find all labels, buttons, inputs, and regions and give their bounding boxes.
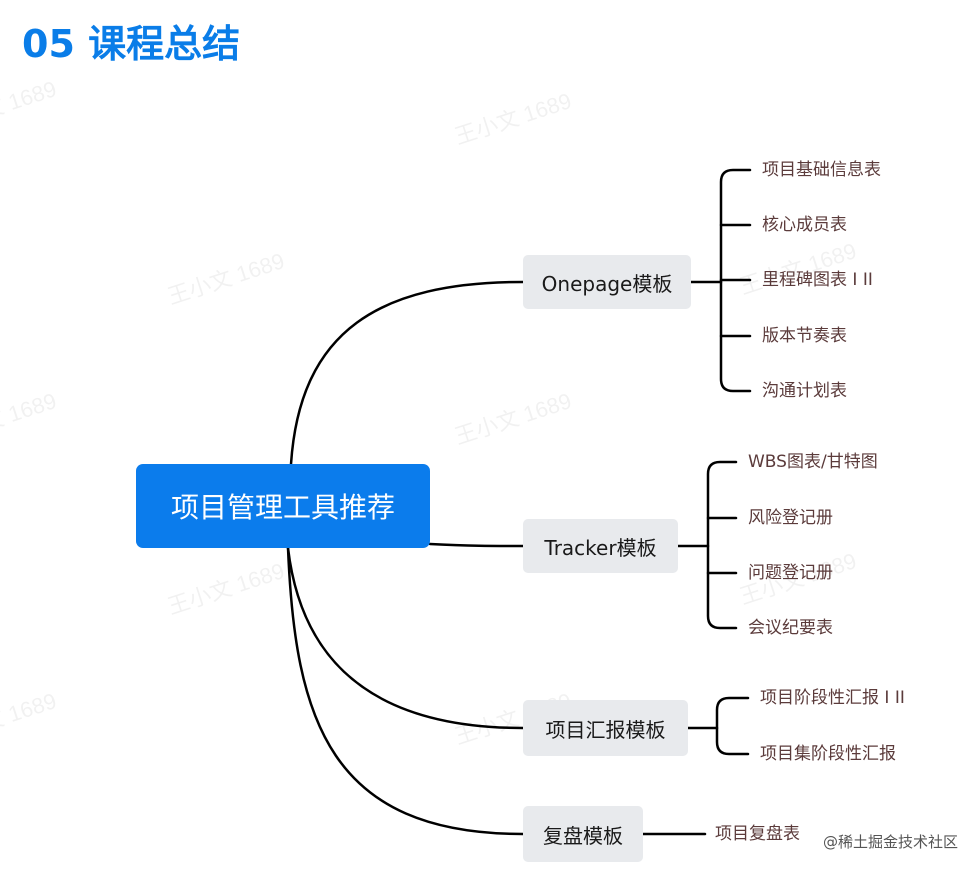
leaf-node[interactable]: 核心成员表 <box>762 215 847 235</box>
root-node[interactable]: 项目管理工具推荐 <box>136 464 430 548</box>
branch-node-report[interactable]: 项目汇报模板 <box>523 700 688 756</box>
leaf-node[interactable]: 会议纪要表 <box>748 618 833 638</box>
connector-root-tracker <box>428 542 525 548</box>
branch-node-review[interactable]: 复盘模板 <box>523 806 643 862</box>
branch-node-onepage[interactable]: Onepage模板 <box>523 255 691 309</box>
branch-node-tracker[interactable]: Tracker模板 <box>523 519 678 573</box>
leaf-node[interactable]: 问题登记册 <box>748 563 833 583</box>
connector-root-onepage <box>289 280 525 466</box>
leaf-node[interactable]: 里程碑图表 I II <box>762 270 873 290</box>
leaf-node[interactable]: 项目基础信息表 <box>762 160 881 180</box>
footer-watermark: @稀土掘金技术社区 <box>822 831 958 852</box>
leaf-node[interactable]: WBS图表/甘特图 <box>748 452 878 472</box>
connector-bracket <box>706 460 738 630</box>
connector-root-review <box>286 546 525 836</box>
leaf-node[interactable]: 项目阶段性汇报 I II <box>760 688 905 708</box>
leaf-node[interactable]: 版本节奏表 <box>762 326 847 346</box>
leaf-node[interactable]: 风险登记册 <box>748 508 833 528</box>
connector-root-report <box>286 546 525 730</box>
page-title: 05 课程总结 <box>22 22 241 66</box>
leaf-node[interactable]: 沟通计划表 <box>762 381 847 401</box>
connector-bracket <box>715 696 750 756</box>
leaf-node[interactable]: 项目集阶段性汇报 <box>760 744 896 764</box>
leaf-node[interactable]: 项目复盘表 <box>715 824 800 844</box>
